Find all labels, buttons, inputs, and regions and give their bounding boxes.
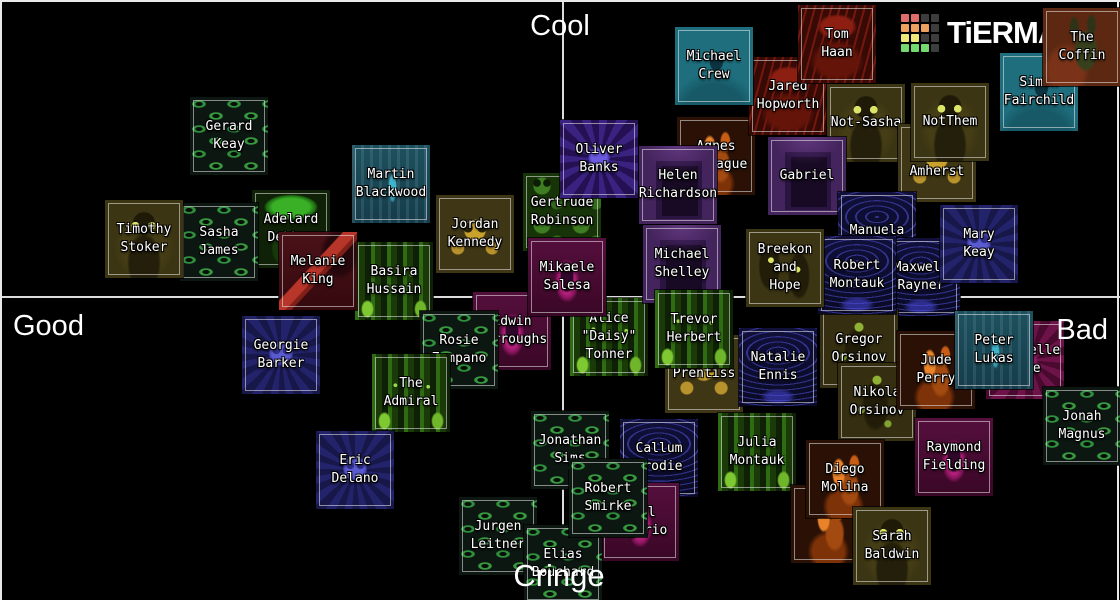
card-label: Gabriel xyxy=(779,168,835,184)
card-label: Prentiss xyxy=(672,366,736,382)
logo-grid-square xyxy=(921,44,929,52)
board-right-border xyxy=(1117,0,1119,600)
axis-label-cool: Cool xyxy=(530,10,590,42)
logo-grid-square xyxy=(921,34,929,42)
character-card-notthem[interactable]: NotThem xyxy=(911,83,989,161)
logo-grid-square xyxy=(901,14,909,22)
logo-grid-square xyxy=(931,44,939,52)
card-label: Not-Sasha xyxy=(830,115,902,131)
logo-grid-square xyxy=(921,24,929,32)
character-card-gabriel[interactable]: Gabriel xyxy=(768,137,846,215)
logo-grid-square xyxy=(911,24,919,32)
logo-grid-square xyxy=(901,44,909,52)
logo-grid-square xyxy=(931,24,939,32)
tiermaker-logo-grid xyxy=(901,14,939,52)
board-top-border xyxy=(0,0,1120,2)
logo-grid-square xyxy=(901,34,909,42)
card-label: Alice"Daisy"Tonner xyxy=(581,311,637,362)
logo-grid-square xyxy=(911,44,919,52)
axis-label-cringe: Cringe xyxy=(513,558,605,593)
logo-grid-square xyxy=(931,34,939,42)
logo-grid-square xyxy=(901,24,909,32)
card-label: NotThem xyxy=(922,114,978,130)
axis-label-good: Good xyxy=(13,310,84,342)
logo-grid-square xyxy=(911,14,919,22)
logo-grid-square xyxy=(921,14,929,22)
logo-grid-square xyxy=(931,14,939,22)
logo-grid-square xyxy=(911,34,919,42)
card-label: Manuela xyxy=(849,223,905,239)
axis-label-bad: Bad xyxy=(1056,314,1108,346)
board-left-border xyxy=(0,0,2,600)
